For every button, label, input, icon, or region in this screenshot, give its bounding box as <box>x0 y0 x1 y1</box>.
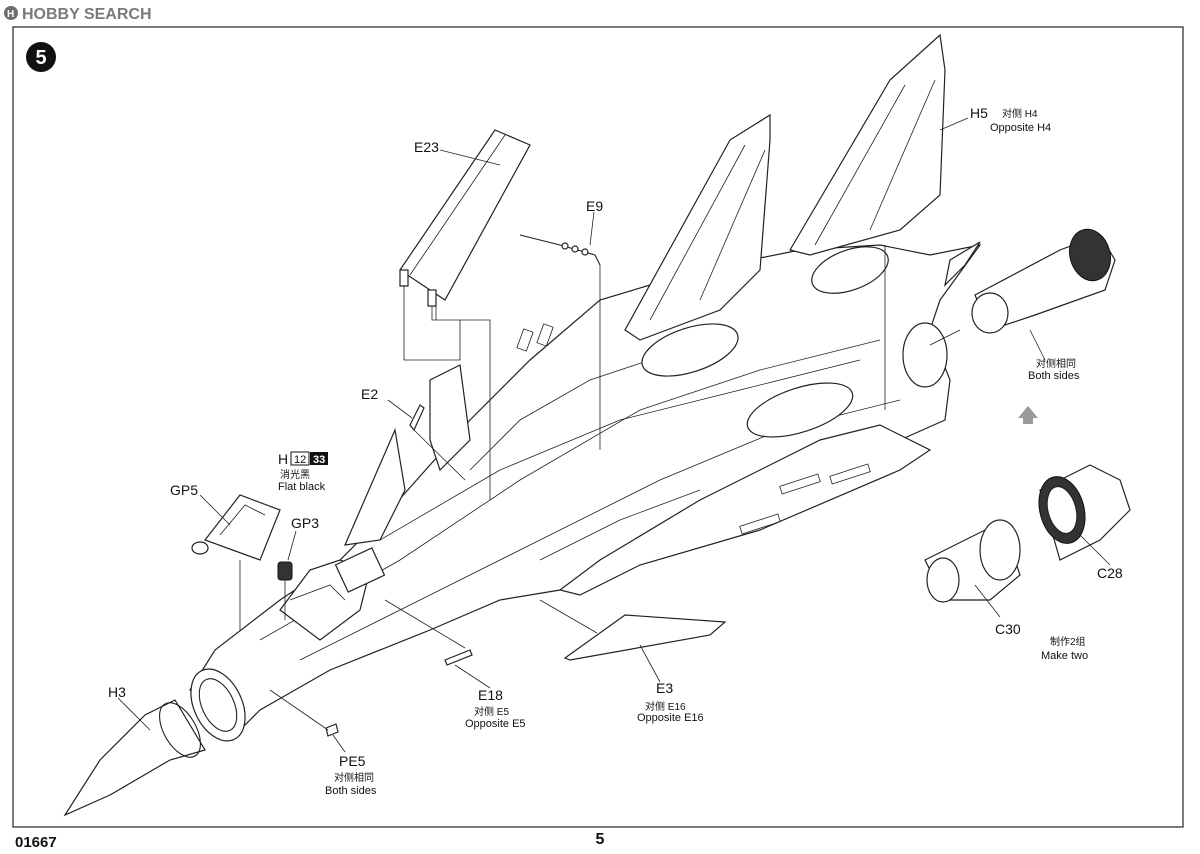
label-e3-en: Opposite E16 <box>637 712 704 724</box>
label-e3-cn: 对侧 E16 <box>645 700 686 713</box>
part-pe5 <box>325 723 339 737</box>
paint-code-box-1 <box>290 451 310 466</box>
label-both-cn-1: 对侧相同 <box>1036 357 1076 370</box>
kit-number: 01667 <box>15 834 57 851</box>
part-e3 <box>563 614 727 661</box>
label-c30: C30 <box>995 621 1021 637</box>
exhaust-nozzle-upper <box>929 228 1116 346</box>
part-e23 <box>399 129 531 307</box>
paint-code-2: 33 <box>313 454 325 466</box>
part-e18 <box>384 599 473 666</box>
vertical-tail-h5 <box>789 33 946 256</box>
part-h3 <box>63 699 206 817</box>
label-h5-en: Opposite H4 <box>990 122 1051 134</box>
label-pe5-en: Both sides <box>325 785 377 797</box>
label-h3: H3 <box>108 684 126 700</box>
label-make-cn: 制作2组 <box>1050 635 1086 648</box>
step-number: 5 <box>35 47 46 69</box>
label-gp5: GP5 <box>170 482 198 498</box>
label-e9: E9 <box>586 198 603 214</box>
label-h-cn: 消光黑 <box>280 468 310 481</box>
part-gp5 <box>191 494 281 630</box>
label-gp3: GP3 <box>291 515 319 531</box>
label-h5: H5 <box>970 105 988 121</box>
aircraft-fuselage <box>189 241 982 742</box>
vertical-tail-left <box>624 113 771 341</box>
label-c28: C28 <box>1097 565 1123 581</box>
label-make-en: Make two <box>1041 650 1088 662</box>
part-e9 <box>519 234 601 450</box>
brand-text: HOBBY SEARCH <box>22 6 152 23</box>
page-number: 5 <box>596 831 605 848</box>
paint-code-1: 12 <box>294 454 306 466</box>
exhaust-nozzle-lower <box>924 464 1131 603</box>
page-frame <box>12 26 1184 828</box>
wing-slots <box>516 323 871 535</box>
part-gp3 <box>277 561 293 620</box>
label-e2: E2 <box>361 386 378 402</box>
label-both-en-1: Both sides <box>1028 370 1080 382</box>
label-e23: E23 <box>414 139 439 155</box>
paint-code-box-2 <box>310 452 328 465</box>
step-badge: 5 <box>26 42 56 72</box>
label-pe5: PE5 <box>339 753 366 769</box>
part-e2 <box>409 404 425 432</box>
up-arrow-icon <box>1018 406 1038 424</box>
label-e18-cn: 对侧 E5 <box>474 705 509 718</box>
label-h-en: Flat black <box>278 481 326 493</box>
label-pe5-cn: 对侧相同 <box>334 771 374 784</box>
label-e18-en: Opposite E5 <box>465 718 526 730</box>
svg-text:H: H <box>7 9 14 20</box>
label-e3: E3 <box>656 680 673 696</box>
label-h-paint: H <box>278 451 288 467</box>
brand-logo: H HOBBY SEARCH <box>4 6 152 23</box>
label-e18: E18 <box>478 687 503 703</box>
label-h5-cn: 对侧 H4 <box>1002 107 1038 120</box>
